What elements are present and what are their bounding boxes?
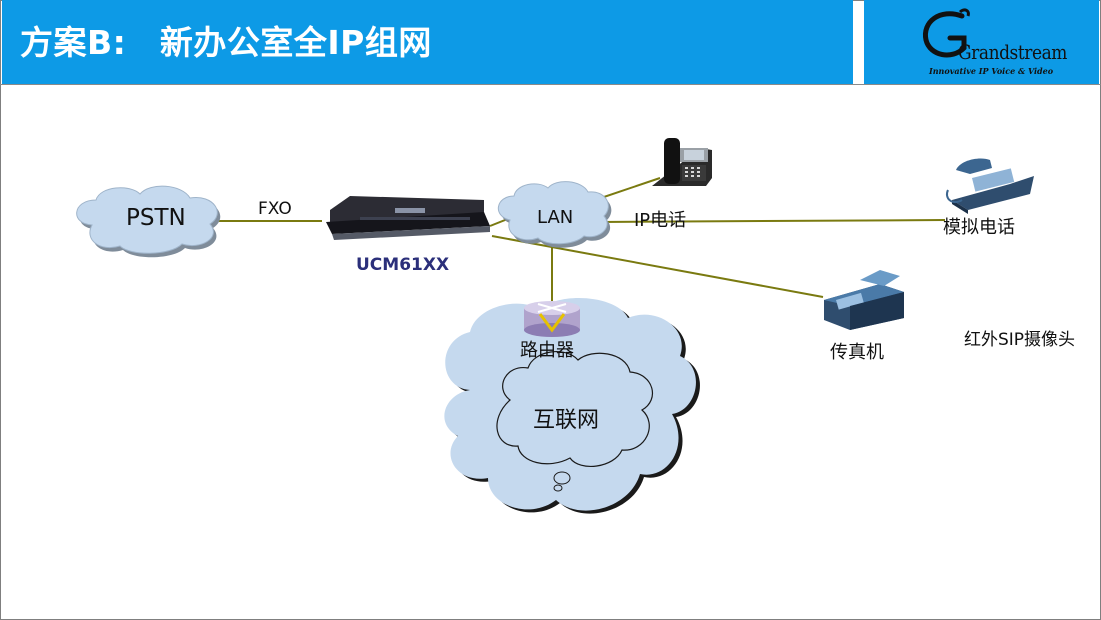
lan-cloud	[498, 181, 612, 248]
lan-label: LAN	[537, 207, 574, 228]
ucm-label: UCM61XX	[356, 255, 450, 275]
router-label: 路由器	[520, 340, 574, 361]
internet-cloud	[444, 298, 700, 514]
camera-label: 红外SIP摄像头	[964, 330, 1076, 350]
slide-title: 方案B: 新办公室全IP组网	[20, 23, 432, 62]
ucm-device	[326, 196, 490, 240]
ip-phone-icon	[652, 138, 712, 186]
fxo-label: FXO	[258, 199, 292, 219]
logo-bar	[864, 0, 1099, 84]
analog-phone-label: 模拟电话	[943, 217, 1015, 238]
fax-icon	[824, 270, 904, 330]
router-icon	[524, 301, 580, 337]
internet-label: 互联网	[533, 408, 600, 433]
pstn-cloud	[76, 185, 221, 258]
logo-wordmark: Grandstream	[958, 40, 1067, 64]
fax-label: 传真机	[830, 342, 884, 363]
header-divider	[0, 84, 1101, 85]
ucm-fax-link	[491, 235, 824, 298]
grandstream-logo	[900, 2, 1070, 80]
title-bar: 方案B: 新办公室全IP组网	[2, 0, 853, 84]
ip-phone-label: IP电话	[634, 210, 687, 231]
analog-phone-icon	[946, 158, 1034, 214]
pstn-label: PSTN	[126, 205, 186, 231]
lan-analog-link	[599, 219, 946, 223]
logo-tagline: Innovative IP Voice & Video	[929, 66, 1054, 76]
lan-ipphone-link	[594, 177, 661, 201]
